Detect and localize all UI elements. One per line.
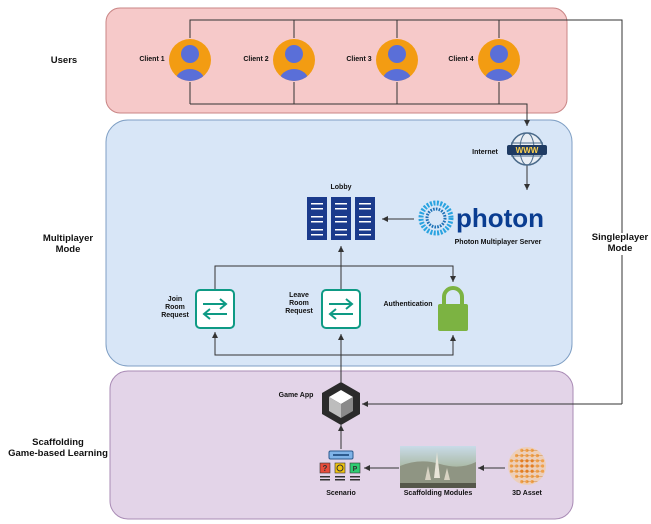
- photon-logo-icon: photon: [418, 200, 544, 236]
- photon-server-label: Photon Multiplayer Server: [454, 239, 542, 246]
- join-room-exchange-icon: [195, 289, 235, 329]
- authentication-label: Authentication: [383, 301, 433, 308]
- svg-text:P: P: [353, 466, 358, 473]
- client-avatar-icon-1: [169, 39, 211, 81]
- photon-wordmark: photon: [456, 203, 544, 233]
- section-label-multiplayer: Multiplayer Mode: [42, 233, 94, 255]
- 3d-asset-icon: [508, 447, 546, 485]
- section-label-scaffolding: Scaffolding Game-based Learning: [8, 437, 108, 459]
- join-to-auth-top: [214, 265, 456, 290]
- client-label-3: Client 3: [346, 56, 372, 63]
- client-bottom-bus-arrow: [190, 103, 530, 126]
- lobby-server-icon: [307, 197, 375, 240]
- section-label-users: Users: [50, 55, 78, 66]
- bottom-bus-to-auth: [341, 335, 456, 356]
- leave-room-label: Leave Room Request: [285, 292, 313, 316]
- scenario-label: Scenario: [326, 490, 356, 497]
- bottom-bus-to-join: [212, 332, 341, 356]
- users-section-box: [105, 7, 568, 114]
- client-avatar-icon-3: [376, 39, 418, 81]
- www-text: WWW: [516, 146, 539, 155]
- join-room-label: Join Room Request: [161, 296, 189, 320]
- client-top-bus: [189, 19, 623, 404]
- game-app-label: Game App: [278, 392, 314, 399]
- scaffolding-modules-label: Scaffolding Modules: [403, 490, 473, 497]
- section-label-singleplayer: Singleplayer Mode: [588, 232, 651, 255]
- client-label-2: Client 2: [243, 56, 269, 63]
- client-avatar-icon-4: [478, 39, 520, 81]
- internet-globe-icon: WWW: [507, 132, 547, 166]
- internet-label: Internet: [472, 149, 498, 156]
- scenario-quiz-icon: ? P: [319, 450, 361, 481]
- 3d-asset-label: 3D Asset: [512, 490, 542, 497]
- scaffolding-modules-thumbnail: [400, 446, 476, 488]
- lobby-label: Lobby: [330, 184, 352, 191]
- client-avatar-icon-2: [273, 39, 315, 81]
- svg-text:?: ?: [323, 464, 328, 473]
- authentication-lock-icon: [438, 286, 468, 331]
- leave-room-exchange-icon: [321, 289, 361, 329]
- client-label-4: Client 4: [448, 56, 474, 63]
- client-label-1: Client 1: [139, 56, 165, 63]
- game-app-unity-icon: [322, 382, 360, 425]
